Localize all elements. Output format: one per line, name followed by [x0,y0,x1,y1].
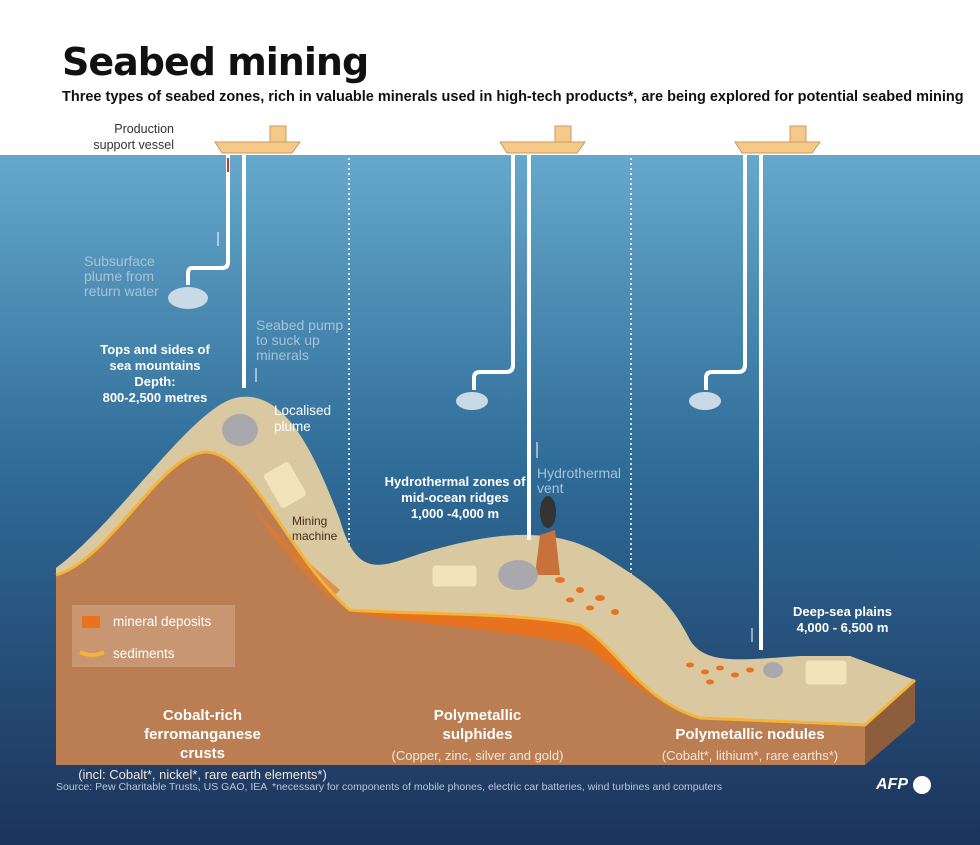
seabed-pump-label: Seabed pump to suck up minerals [256,317,344,363]
vessel-label: Production support vessel [93,122,174,152]
deposit-type-sulphides: Polymetallic sulphides (Copper, zinc, si… [370,706,585,763]
zone-depth: 1,000 -4,000 m [410,506,500,521]
block-side [865,680,915,765]
localised-plume-label: Localised plume [274,403,332,434]
legend-sediment-swatch [79,650,105,657]
deposit-name: Polymetallic sulphides [433,707,522,743]
block-front [56,451,865,765]
legend-deposit-label: mineral deposits [113,614,212,629]
hydrothermal-vent-label: Hydrothermal vent [537,465,622,496]
depth-zone-mountains: Tops and sides of sea mountains Depth: 8… [90,342,220,406]
hydrothermal-vent [535,530,560,575]
subtitle: Three types of seabed zones, rich in val… [62,89,964,105]
zone-depth: 4,000 - 6,500 m [796,620,889,635]
zone-title: Tops and sides of sea mountains [100,342,210,373]
nodules [555,577,754,685]
zone-title: Hydrothermal zones of mid-ocean ridges [384,474,526,505]
vent-smoke [540,496,556,528]
footnote: *necessary for components of mobile phon… [272,781,722,793]
legend-deposit-swatch [82,616,100,628]
zone-title: Deep-sea plains [793,604,892,619]
plumes [168,287,721,410]
page-title: Seabed mining [62,40,369,84]
mining-machine-label: Mining machine [292,514,338,543]
sediment-line [55,450,917,727]
mining-machines [262,461,848,686]
afp-logo-circle [913,776,931,794]
deposit-type-crusts: Cobalt-rich ferromanganese crusts (incl:… [60,706,345,782]
pipes [186,150,763,650]
afp-logo: AFP [876,776,908,793]
legend-box [72,605,235,667]
legend-sediment-label: sediments [113,646,175,661]
mineral-deposit-band [350,610,680,712]
depth-zone-plains: Deep-sea plains 4,000 - 6,500 m [785,604,900,636]
zone-depth: Depth: 800-2,500 metres [102,374,208,405]
subsurface-plume-label: Subsurface plume from return water [84,253,159,299]
vessels [214,125,821,154]
deposit-minerals: (Copper, zinc, silver and gold) [391,748,564,763]
deposit-type-nodules: Polymetallic nodules (Cobalt*, lithium*,… [640,725,860,763]
deposit-name: Cobalt-rich ferromanganese crusts [144,707,261,762]
deposit-minerals: (incl: Cobalt*, nickel*, rare earth elem… [78,767,327,782]
deposit-minerals: (Cobalt*, lithium*, rare earths*) [661,748,839,763]
localised-plumes [222,414,783,678]
source: Source: Pew Charitable Trusts, US GAO, I… [56,781,268,793]
deposit-name: Polymetallic nodules [675,726,825,743]
depth-zone-hydrothermal: Hydrothermal zones of mid-ocean ridges 1… [380,474,530,522]
flow-arrows [217,232,753,642]
